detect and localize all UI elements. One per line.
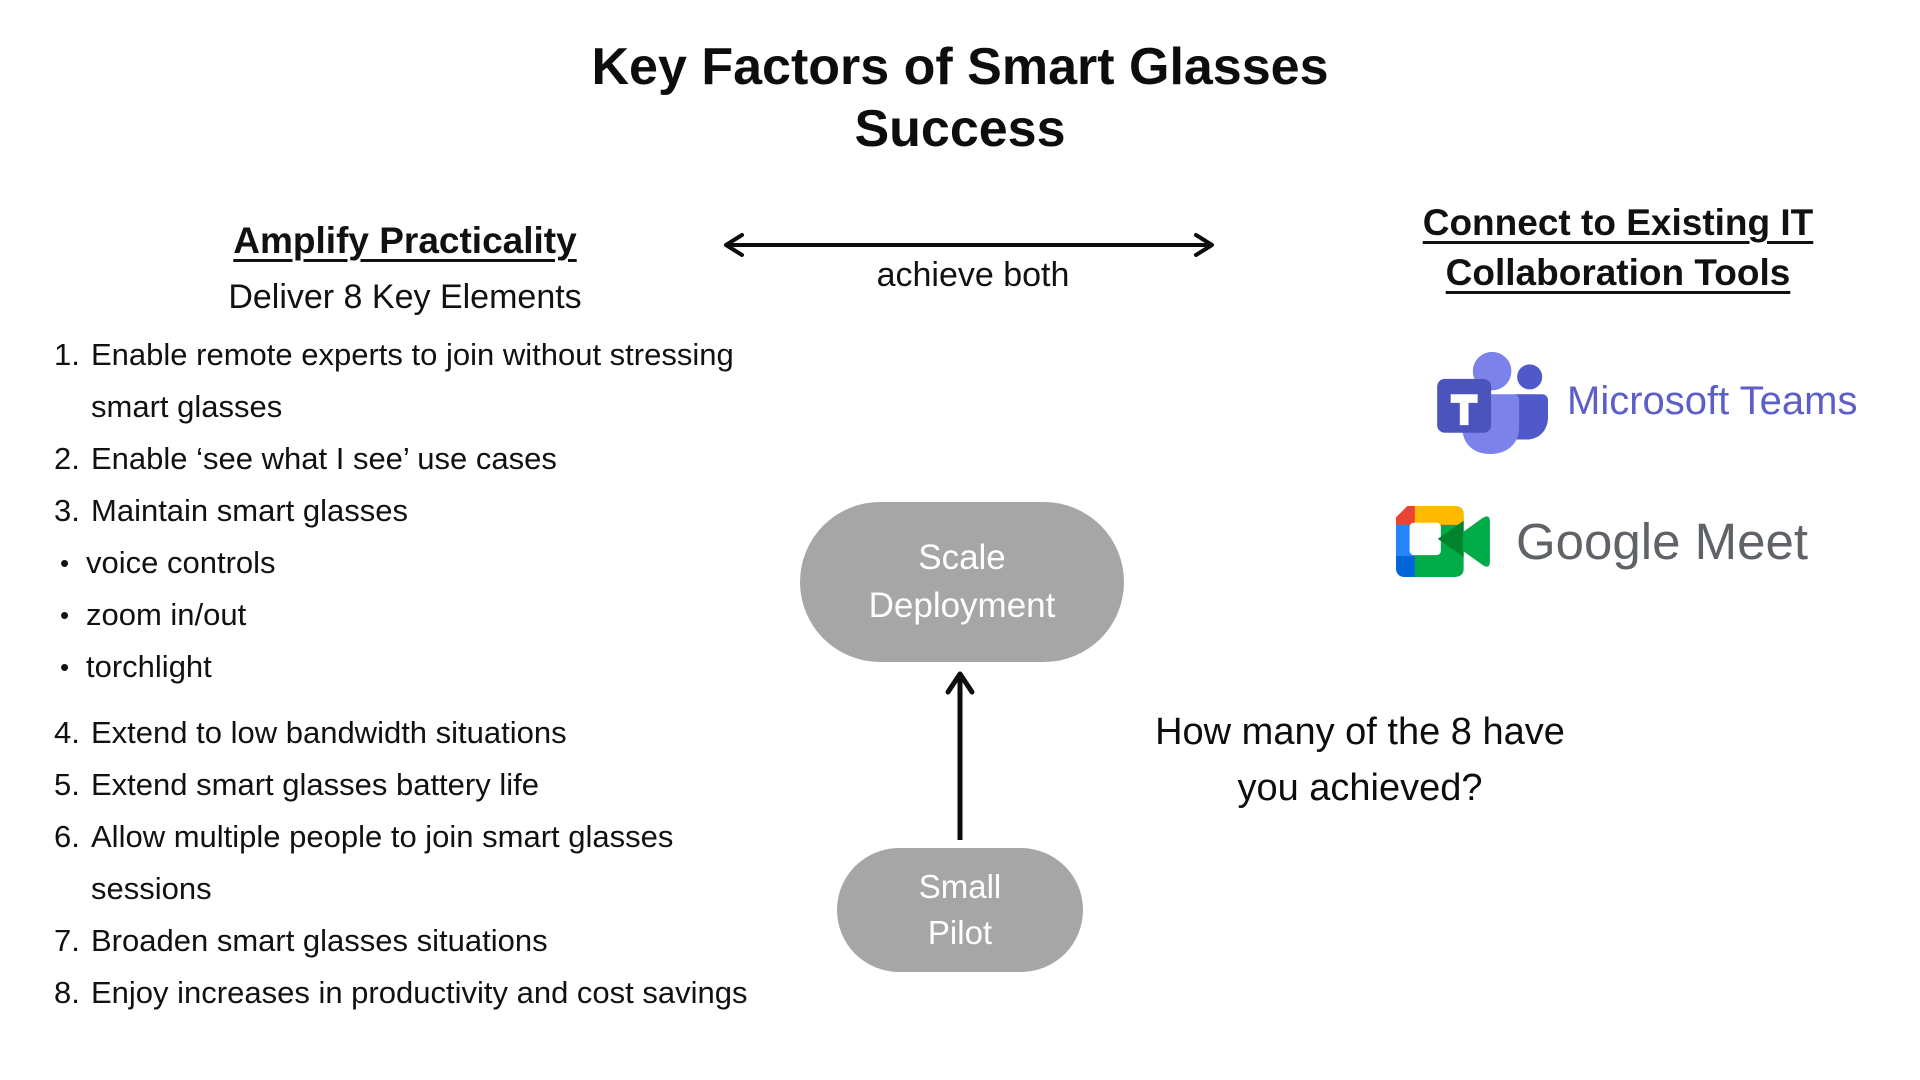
question-line1: How many of the 8 have [1155, 711, 1565, 753]
microsoft-teams-label: Microsoft Teams [1567, 378, 1858, 423]
list-item-text: voice controls [86, 545, 276, 580]
list-item-text: Enable remote experts to join without st… [91, 337, 734, 424]
scale-deployment-line2: Deployment [868, 586, 1056, 625]
list-marker: 3. [54, 493, 80, 528]
list-item: 2. Enable ‘see what I see’ use cases [40, 433, 770, 485]
page-title: Key Factors of Smart Glasses Success [0, 36, 1920, 160]
list-marker: 6. [54, 819, 80, 854]
list-item-text: Extend smart glasses battery life [91, 767, 539, 802]
left-section-heading: Amplify Practicality [233, 220, 577, 261]
double-headed-arrow [724, 233, 1214, 257]
page-title-line2: Success [854, 100, 1066, 158]
scale-deployment-node: Scale Deployment [800, 502, 1124, 662]
up-arrow [945, 671, 975, 840]
google-meet-icon [1396, 506, 1490, 577]
list-marker: 5. [54, 767, 80, 802]
right-heading-line1: Connect to Existing IT [1422, 202, 1814, 243]
question-line2: you achieved? [1237, 767, 1483, 809]
list-item: 6. Allow multiple people to join smart g… [40, 811, 770, 915]
list-item: 3. Maintain smart glasses [40, 485, 770, 537]
list-item-text: Allow multiple people to join smart glas… [91, 819, 674, 906]
left-section-subheading: Deliver 8 Key Elements [228, 278, 582, 316]
list-item: • zoom in/out [40, 589, 770, 641]
list-item: • torchlight [40, 641, 770, 693]
bullet-marker: • [60, 600, 70, 630]
question-text: How many of the 8 have you achieved? [1105, 704, 1615, 816]
small-pilot-node: Small Pilot [837, 848, 1083, 972]
list-item-text: zoom in/out [86, 597, 247, 632]
page-title-line1: Key Factors of Smart Glasses [591, 38, 1329, 96]
google-meet-label: Google Meet [1516, 513, 1809, 570]
key-elements-list: 1. Enable remote experts to join without… [40, 329, 770, 1019]
list-marker: 4. [54, 715, 80, 750]
list-item-text: torchlight [86, 649, 212, 684]
list-marker: 1. [54, 337, 80, 372]
list-item-text: Enjoy increases in productivity and cost… [91, 975, 748, 1010]
list-marker: 8. [54, 975, 80, 1010]
list-item: 8. Enjoy increases in productivity and c… [40, 967, 770, 1019]
list-item-text: Broaden smart glasses situations [91, 923, 548, 958]
right-heading-line2: Collaboration Tools [1445, 252, 1791, 293]
list-item: 4. Extend to low bandwidth situations [40, 707, 770, 759]
microsoft-teams-logo: Microsoft Teams [1437, 348, 1857, 454]
google-meet-logo: Google Meet [1396, 506, 1808, 577]
right-section-heading: Connect to Existing IT Collaboration Too… [1376, 198, 1860, 298]
small-pilot-line1: Small [918, 868, 1002, 905]
list-item: • voice controls [40, 537, 770, 589]
small-pilot-line2: Pilot [927, 914, 993, 951]
list-marker: 7. [54, 923, 80, 958]
list-item: 1. Enable remote experts to join without… [40, 329, 770, 433]
list-item-text: Maintain smart glasses [91, 493, 409, 528]
bullet-marker: • [60, 548, 70, 578]
scale-deployment-line1: Scale [918, 538, 1006, 577]
list-item-text: Enable ‘see what I see’ use cases [91, 441, 557, 476]
list-item: 7. Broaden smart glasses situations [40, 915, 770, 967]
microsoft-teams-icon [1437, 351, 1548, 454]
list-item: 5. Extend smart glasses battery life [40, 759, 770, 811]
amplify-practicality-section: Amplify Practicality Deliver 8 Key Eleme… [40, 220, 770, 1019]
list-item-text: Extend to low bandwidth situations [91, 715, 567, 750]
bullet-marker: • [60, 652, 70, 682]
list-marker: 2. [54, 441, 80, 476]
achieve-both-label: achieve both [876, 256, 1070, 294]
